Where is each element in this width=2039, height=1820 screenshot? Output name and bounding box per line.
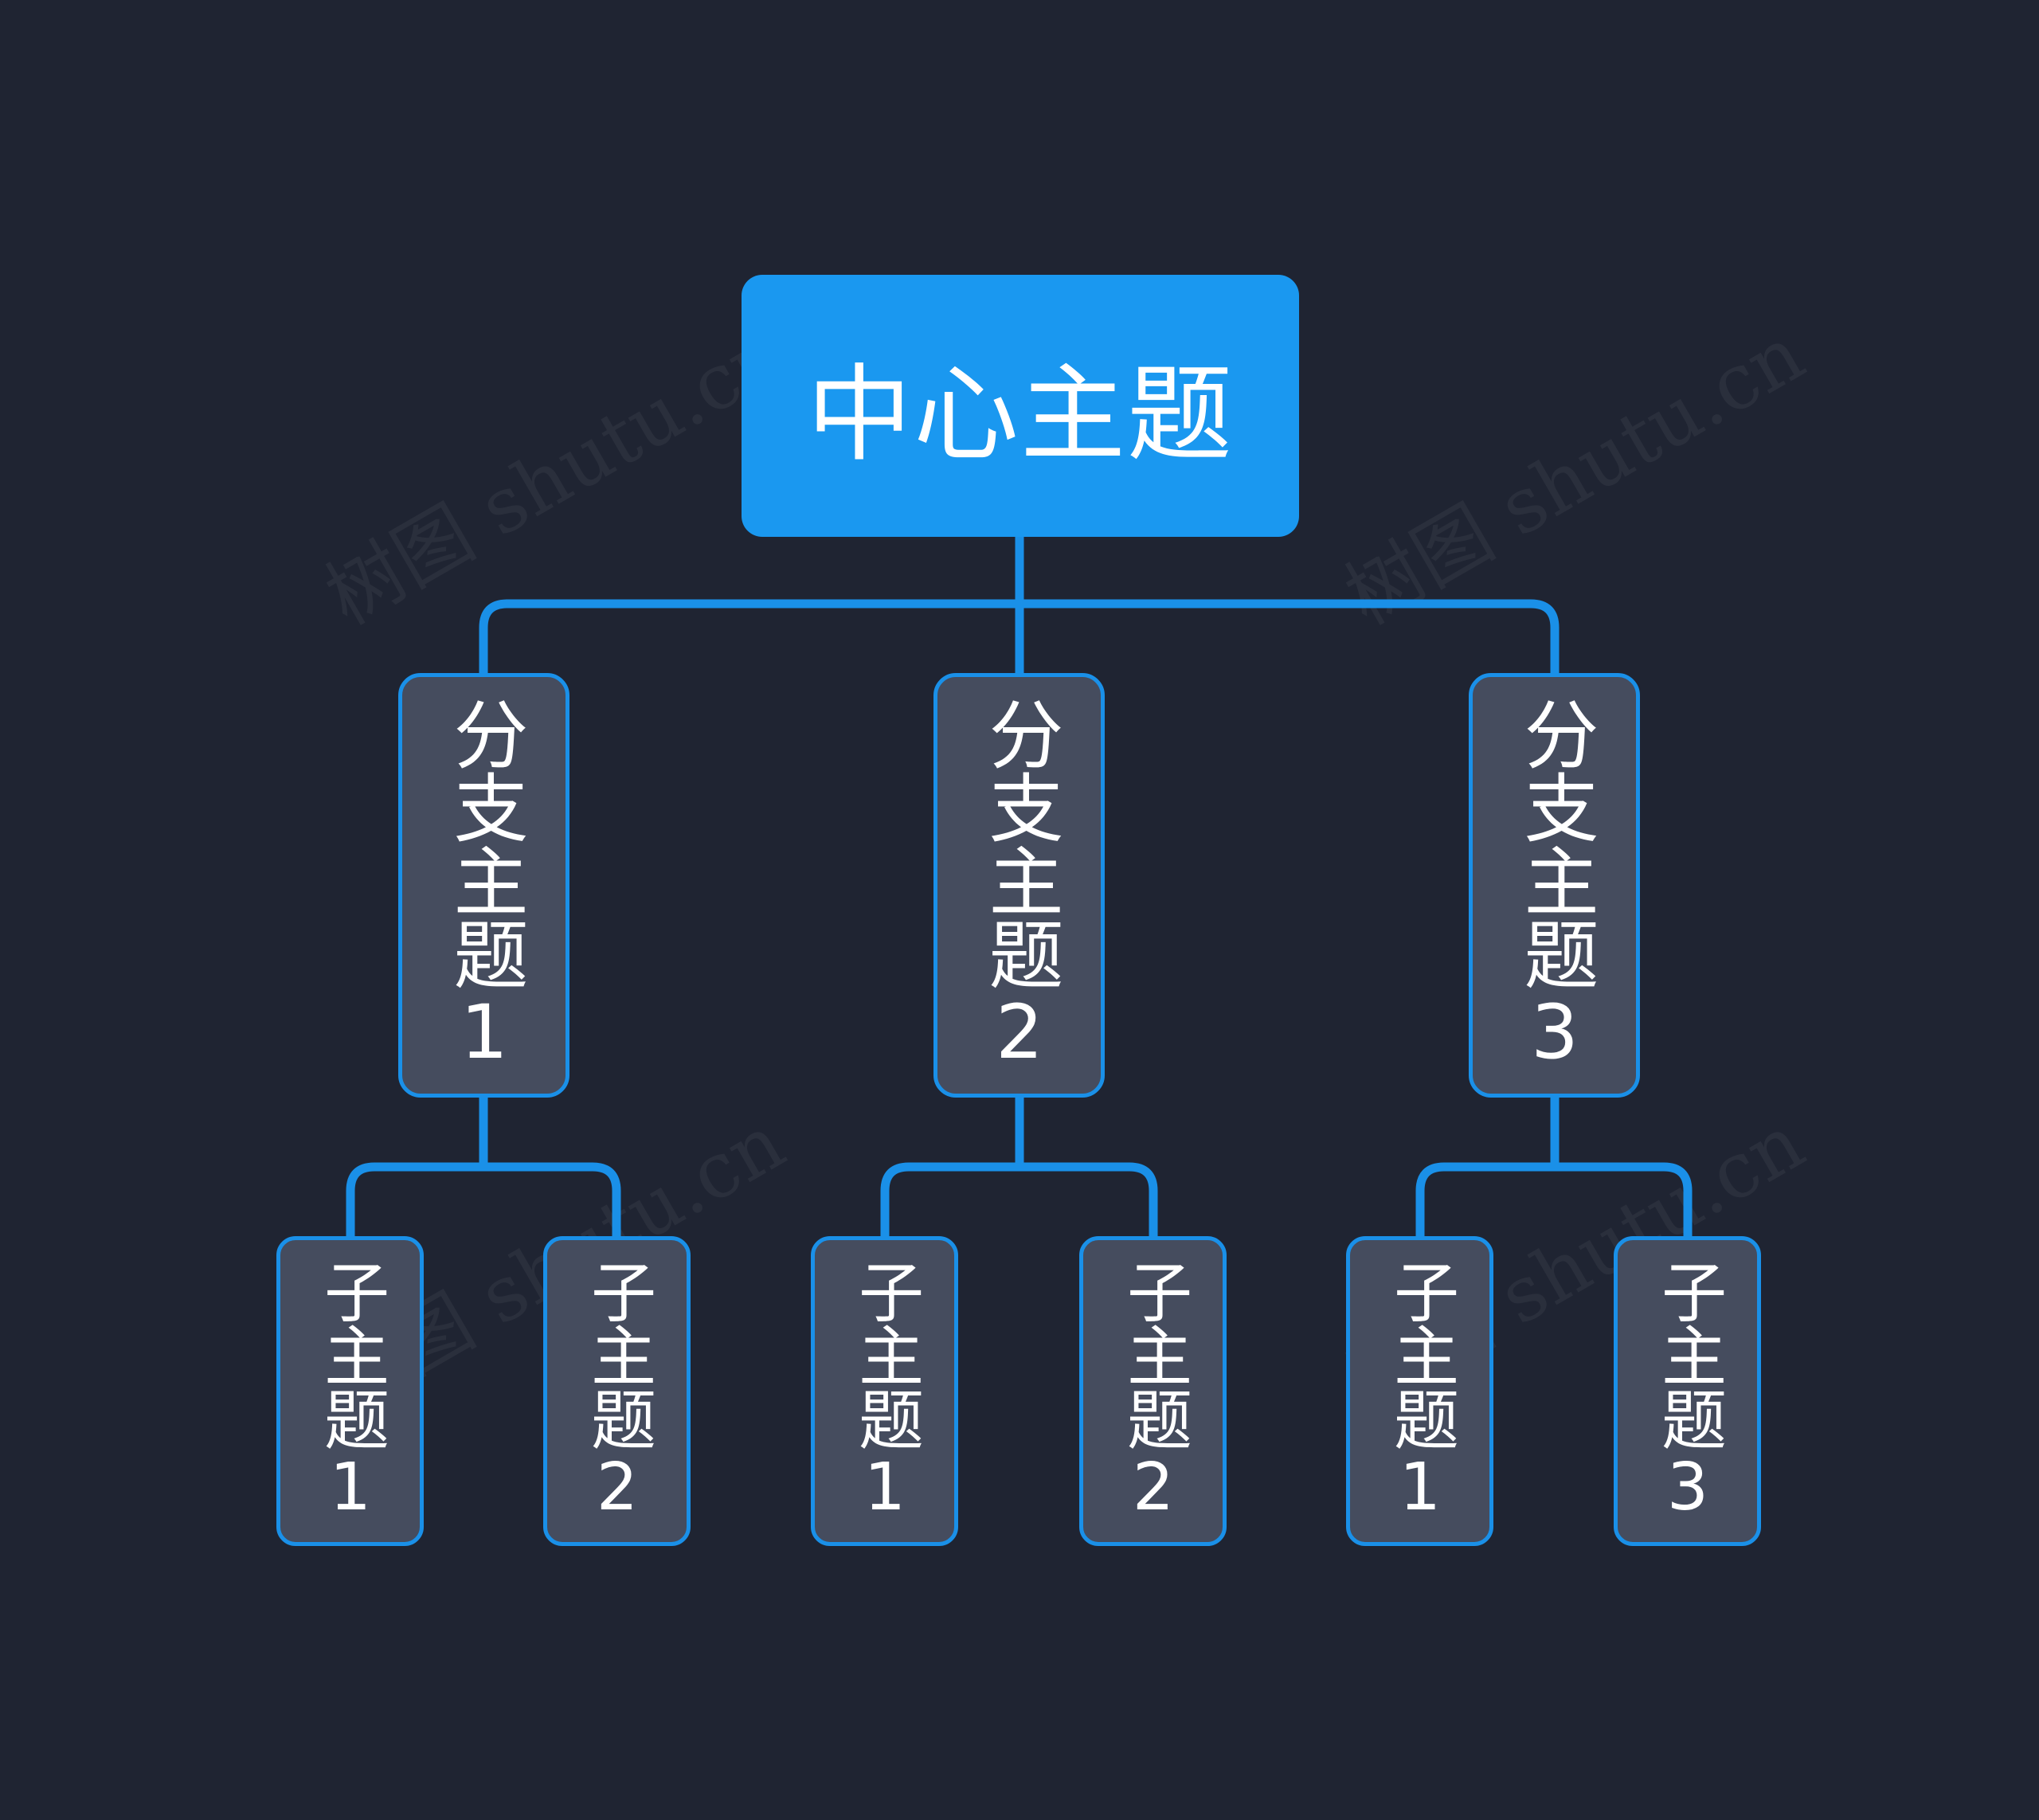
branch-topic-node-2[interactable]: 分支主题2: [933, 673, 1105, 1098]
branch-topic-node-1[interactable]: 分支主题1: [398, 673, 569, 1098]
branch-3-leaf-bus: [1415, 1162, 1693, 1241]
root-topic-node[interactable]: 中心主题: [742, 275, 1299, 537]
subtopic-label: 子主题2: [1115, 1258, 1192, 1524]
subtopic-node-1-2[interactable]: 子主题2: [543, 1236, 691, 1546]
subtopic-node-3-1[interactable]: 子主题1: [1346, 1236, 1493, 1546]
branch-topic-label: 分支主题3: [1511, 696, 1599, 1074]
branch-1-leaf-bus: [346, 1162, 621, 1241]
subtopic-node-2-2[interactable]: 子主题2: [1079, 1236, 1227, 1546]
branch-bus: [479, 599, 1560, 678]
subtopic-label: 子主题1: [312, 1258, 389, 1524]
subtopic-node-2-1[interactable]: 子主题1: [811, 1236, 958, 1546]
subtopic-node-1-1[interactable]: 子主题1: [276, 1236, 424, 1546]
subtopic-label: 子主题3: [1650, 1258, 1726, 1524]
root-topic-label: 中心主题: [807, 354, 1234, 476]
subtopic-label: 子主题1: [847, 1258, 923, 1524]
branch-topic-label: 分支主题1: [440, 696, 528, 1074]
branch-2-leaf-bus: [880, 1162, 1158, 1241]
branch-topic-node-3[interactable]: 分支主题3: [1469, 673, 1640, 1098]
subtopic-label: 子主题1: [1382, 1258, 1458, 1524]
subtopic-label: 子主题2: [579, 1258, 656, 1524]
subtopic-node-3-2[interactable]: 子主题3: [1614, 1236, 1761, 1546]
branch-topic-label: 分支主题2: [976, 696, 1063, 1074]
